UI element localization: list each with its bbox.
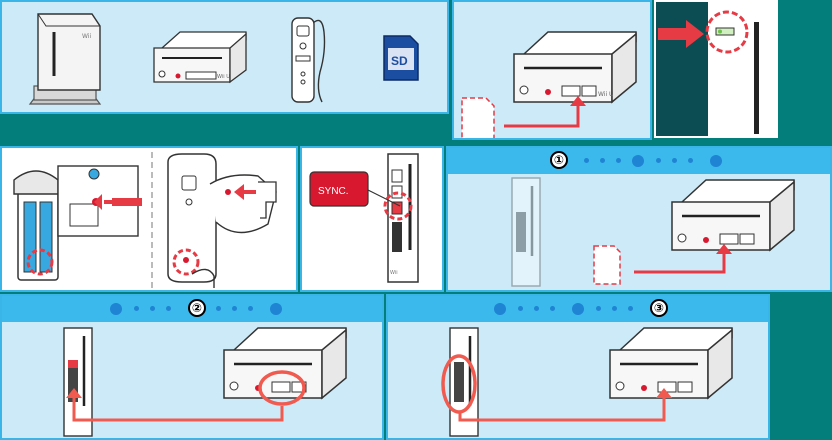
sd-card-icon: SD	[383, 35, 419, 81]
wii-remote-plus-icon	[167, 153, 277, 288]
step-1-number: ①	[550, 151, 568, 169]
step-dot-large	[710, 155, 722, 167]
red-arrow-icon	[504, 96, 586, 128]
step-dot	[150, 306, 155, 311]
sync-label: SYNC.	[318, 186, 349, 197]
step-dot	[232, 306, 237, 311]
step-dot	[656, 158, 661, 163]
wii-console-side-icon	[63, 327, 93, 437]
dashed-circle-icon	[705, 10, 749, 54]
wiiu-label-2: Wii U	[598, 91, 613, 98]
wiiu-console-icon	[671, 179, 795, 252]
red-arrow-icon	[458, 388, 672, 422]
step-dot	[596, 306, 601, 311]
red-arrow-icon	[634, 244, 732, 274]
sd-card-outline-icon	[461, 97, 495, 138]
wii-remote-back-icon	[13, 165, 142, 281]
sd-card-label: SD	[391, 54, 408, 68]
sd-card-outline-icon	[593, 245, 621, 285]
red-arrow-icon	[658, 20, 704, 48]
step-dot	[688, 158, 693, 163]
step-2-bar: ②	[2, 296, 382, 322]
sync-callout-icon: SYNC.	[309, 171, 401, 207]
insert-sd-panel: Wii U	[452, 0, 652, 140]
wiiu-label-1: Wii U	[217, 74, 230, 80]
wii-console-side-icon: Wii	[383, 153, 419, 283]
step-dot-large	[110, 303, 122, 315]
step-dot	[584, 158, 589, 163]
step-dot	[550, 306, 555, 311]
disc-slot	[754, 22, 759, 134]
divider	[151, 152, 153, 288]
step-dot	[672, 158, 677, 163]
step-3-panel: ③	[386, 294, 770, 440]
step-2-panel: ②	[0, 294, 384, 440]
step-dot	[216, 306, 221, 311]
console-front	[708, 2, 776, 136]
step-dot	[518, 306, 523, 311]
console-sync-panel: Wii SYNC.	[300, 146, 444, 292]
step-dot-large	[494, 303, 506, 315]
step-dot	[616, 158, 621, 163]
step-dot-large	[632, 155, 644, 167]
step-dot	[534, 306, 539, 311]
devices-panel: Wii Wii U SD	[0, 0, 449, 114]
step-dot	[166, 306, 171, 311]
remote-sync-panel	[0, 146, 298, 292]
wiiu-console-icon	[223, 327, 347, 406]
step-dot	[612, 306, 617, 311]
step-dot	[134, 306, 139, 311]
step-dot	[600, 158, 605, 163]
wiiu-console-icon	[609, 327, 733, 400]
step-dot-large	[572, 303, 584, 315]
step-1-panel: ①	[446, 146, 832, 292]
step-2-number: ②	[188, 299, 206, 317]
red-arrow-icon	[66, 388, 284, 422]
wii-console-faded-icon	[511, 177, 541, 287]
step-3-bar: ③	[388, 296, 768, 322]
step-dot	[628, 306, 633, 311]
step-3-number: ③	[650, 299, 668, 317]
power-led-panel	[654, 0, 778, 138]
wiiu-console-icon: Wii U	[153, 31, 247, 84]
wii-remote-icon	[291, 17, 326, 103]
wii-label-2: Wii	[390, 270, 398, 276]
wii-console-icon: Wii	[28, 13, 102, 105]
wiiu-console-icon: Wii U	[513, 31, 637, 104]
wii-label: Wii	[82, 33, 91, 40]
step-dot-large	[270, 303, 282, 315]
step-dot	[248, 306, 253, 311]
step-1-bar: ①	[448, 148, 830, 174]
